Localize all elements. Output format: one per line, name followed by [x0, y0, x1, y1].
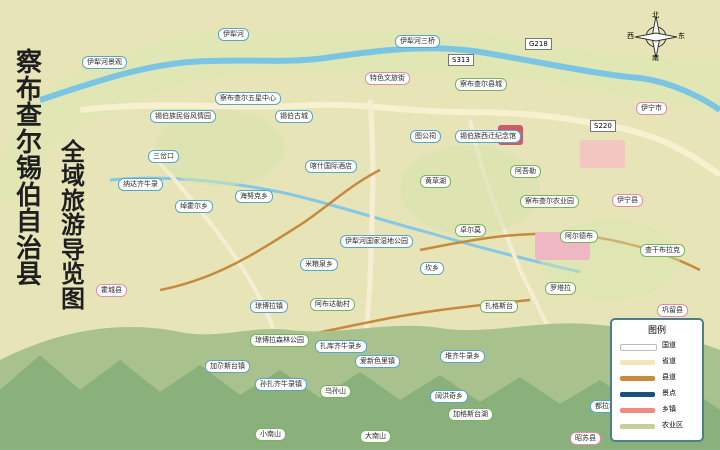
legend-swatch — [620, 344, 657, 351]
label-zagesitai: 扎格斯台 — [480, 300, 518, 313]
label-yili-river: 伊犁河 — [218, 28, 249, 41]
label-jiagasitai: 加尕斯台镇 — [205, 360, 250, 373]
legend-swatch — [620, 360, 655, 365]
label-yili-river-bridge: 伊犁河三桥 — [395, 35, 440, 48]
legend-swatch — [620, 424, 655, 429]
label-hotel: 喀什国际酒店 — [305, 160, 357, 173]
label-sanchakou: 三岔口 — [148, 150, 179, 163]
title-sub: 全 域 旅 游 导 览 图 — [61, 137, 85, 313]
label-zhuoermo: 卓尔莫 — [455, 224, 486, 237]
road-main — [79, 101, 720, 178]
legend-item-provincial-road: 省道 — [620, 356, 694, 368]
label-yining-county: 伊宁县 — [612, 194, 643, 207]
label-huangcaohu: 黄草湖 — [420, 175, 451, 188]
compass-icon: 北 南 西 东 — [627, 11, 685, 62]
label-yili-river-view: 伊犁河景观 — [82, 56, 127, 69]
label-chaganbulake: 查干布拉克 — [640, 244, 685, 257]
legend-item-agri-area: 农业区 — [620, 420, 694, 432]
label-sunzaqi: 孙扎齐牛录镇 — [255, 378, 307, 391]
label-tu-gong-shrine: 图公祠 — [410, 130, 441, 143]
label-jiagesitai-lake: 加格斯台湖 — [448, 408, 493, 421]
legend-item-town: 乡镇 — [620, 404, 694, 416]
label-qiongbola: 琼博拉镇 — [250, 300, 288, 313]
label-xibe-museum: 锡伯族西迁纪念馆 — [455, 130, 521, 143]
river-main — [39, 45, 720, 113]
label-county-town: 察布查尔县城 — [455, 78, 507, 91]
label-aixinseli: 爱新色里镇 — [355, 355, 400, 368]
label-miliangquan: 米粮泉乡 — [300, 258, 338, 271]
label-zhaosu: 昭苏县 — [570, 432, 601, 445]
legend-item-county-road: 县道 — [620, 372, 694, 384]
label-nadaqi: 纳达齐牛录 — [118, 178, 163, 191]
legend-item-national-road: 国道 — [620, 340, 694, 352]
legend-swatch — [620, 408, 655, 413]
label-zakuqi: 扎库齐牛录乡 — [315, 340, 367, 353]
county-road-1 — [159, 168, 381, 292]
label-awule: 阿吾勒 — [510, 165, 541, 178]
label-qiongbola-forest: 琼博拉森林公园 — [250, 334, 309, 347]
label-gongliu: 巩留县 — [657, 304, 688, 317]
label-hainuke: 海努克乡 — [235, 190, 273, 203]
label-agri-park: 察布查尔农业园 — [520, 195, 579, 208]
label-duiqi: 堆齐牛录乡 — [440, 350, 485, 363]
label-aerdebu: 阿尔德布 — [560, 230, 598, 243]
road-tag-s313: S313 — [448, 54, 474, 66]
label-da-nanshan: 大南山 — [360, 430, 391, 443]
road-tag-g218: G218 — [525, 38, 552, 50]
label-xiao-nanshan: 小南山 — [255, 428, 286, 441]
label-xibe-folk-park: 锡伯族民俗风情园 — [150, 110, 216, 123]
legend-swatch — [620, 376, 655, 381]
label-kan-township: 坎乡 — [420, 262, 444, 275]
label-xibe-ancient-city: 锡伯古城 — [275, 110, 313, 123]
label-abudale-village: 阿布达勒村 — [310, 298, 355, 311]
label-wusun-mountain: 乌孙山 — [320, 385, 351, 398]
label-five-star-center: 察布查尔五星中心 — [215, 92, 281, 105]
legend-title: 图例 — [647, 326, 666, 336]
label-kuohongqi: 阔洪奇乡 — [430, 390, 468, 403]
label-tourism-street: 特色文旅街 — [365, 72, 410, 85]
legend: 图例 国道 省道 县道 景点 乡镇 农业区 — [610, 318, 704, 442]
label-luotala: 罗塔拉 — [545, 282, 576, 295]
label-wetland-park: 伊犁河国家湿地公园 — [340, 235, 413, 248]
road-tag-s220: S220 — [590, 120, 616, 132]
title-main: 察 布 查 尔 锡 伯 自 治 县 — [15, 48, 42, 291]
legend-item-attraction: 景点 — [620, 388, 694, 400]
label-yining-city: 伊宁市 — [636, 102, 667, 115]
label-huocheng: 霍城县 — [96, 284, 127, 297]
label-chuohuoer: 绰霍尔乡 — [175, 200, 213, 213]
legend-swatch — [620, 392, 655, 397]
